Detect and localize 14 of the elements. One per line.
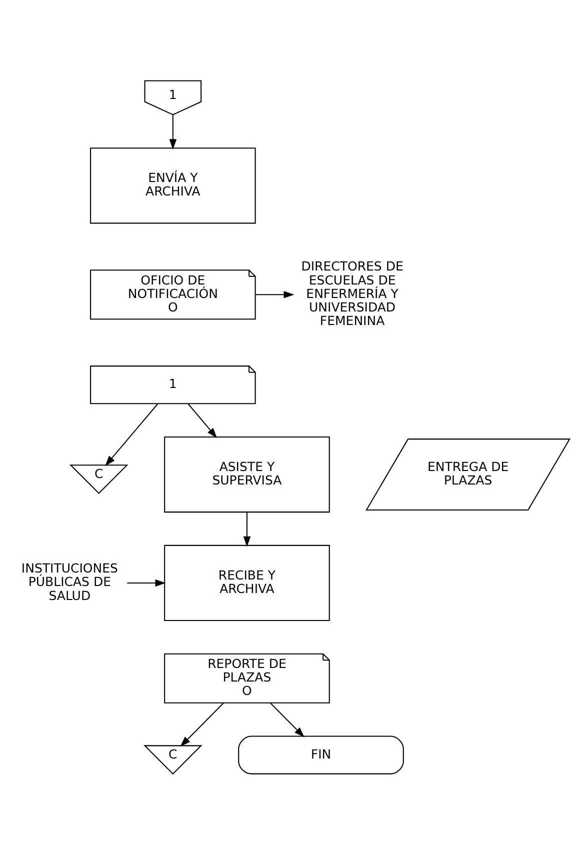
node-text: DIRECTORES DE ESCUELAS DE ENFERMERÍA Y UNIVERSIDAD FEMENINA [301, 258, 404, 328]
arrow [127, 578, 166, 586]
arrow [105, 403, 158, 466]
arrow [169, 114, 177, 150]
node-box: ASISTE Y SUPERVISA [164, 436, 330, 512]
node-box: FIN [238, 735, 404, 774]
arrow [270, 702, 304, 737]
node-box: RECIBE Y ARCHIVA [164, 544, 330, 621]
arrow [256, 290, 294, 298]
node-box: ENVÍA Y ARCHIVA [90, 147, 256, 224]
node-text: INSTITUCIONES PÚBLICAS DE SALUD [21, 560, 118, 602]
arrow [188, 403, 218, 438]
arrow [243, 512, 251, 546]
arrow [180, 702, 224, 746]
